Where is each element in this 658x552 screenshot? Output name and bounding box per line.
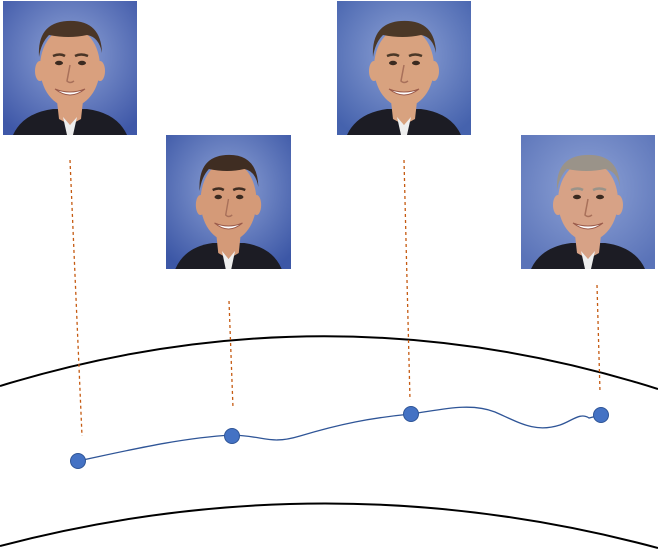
manifold-upper-boundary	[0, 335, 658, 390]
manifold-lower-boundary	[0, 502, 658, 549]
trajectory-node-1	[70, 453, 86, 469]
connector-line-3	[403, 159, 411, 401]
trajectory-node-3	[403, 406, 419, 422]
portrait-2	[166, 135, 291, 269]
connector-line-2	[228, 300, 234, 409]
connector-line-1	[69, 159, 83, 437]
connector-line-4	[596, 284, 601, 393]
trajectory-node-2	[224, 428, 240, 444]
trajectory-path	[77, 406, 602, 462]
trajectory-node-4	[593, 407, 609, 423]
portrait-4	[521, 135, 655, 269]
portrait-1	[3, 1, 137, 135]
portrait-3	[337, 1, 471, 135]
